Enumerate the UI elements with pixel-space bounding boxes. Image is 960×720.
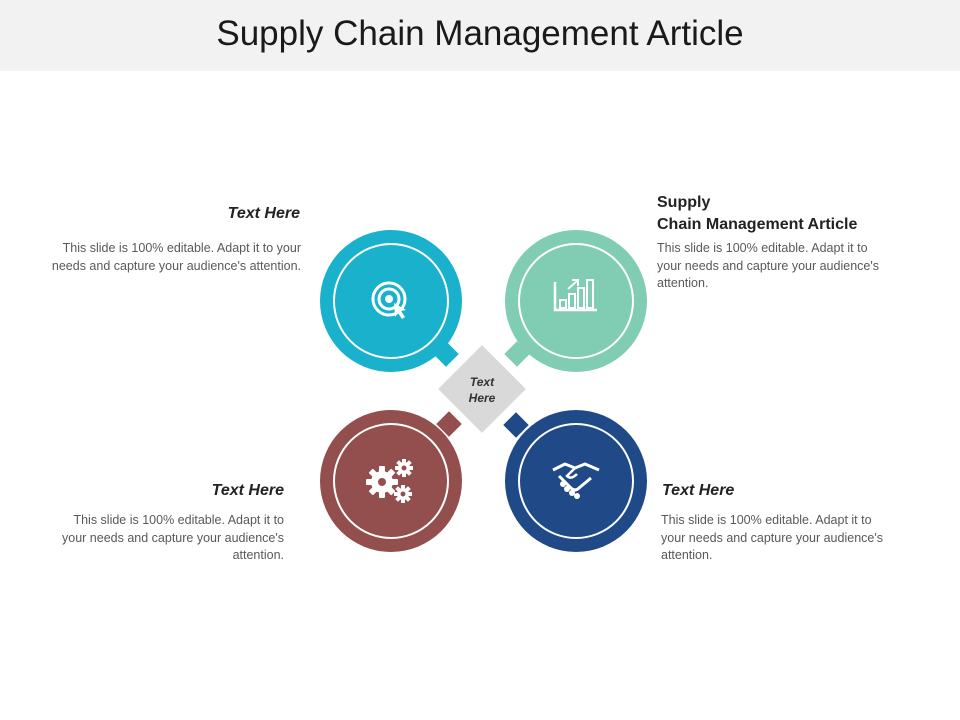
title-bar <box>0 0 960 71</box>
bar-chart-growth-icon <box>553 279 597 312</box>
gears-icon <box>366 459 413 503</box>
circle-bottom-right <box>505 410 647 552</box>
circle-top-left <box>320 230 462 372</box>
heading-top-right-line1: Supply <box>657 194 711 211</box>
heading-bottom-right: Text Here <box>662 482 735 499</box>
body-top-left: This slide is 100% editable. Adapt it to… <box>51 241 301 273</box>
heading-top-left: Text Here <box>227 205 300 222</box>
circle-bottom-left <box>320 410 462 552</box>
heading-bottom-left: Text Here <box>211 482 284 499</box>
circle-top-right <box>505 230 647 372</box>
circle-ring <box>333 423 449 539</box>
circle-ring <box>518 243 634 359</box>
body-bottom-right: This slide is 100% editable. Adapt it to… <box>661 513 883 562</box>
target-icon <box>371 281 407 319</box>
circle-ring <box>518 423 634 539</box>
circle-ring <box>333 243 449 359</box>
body-top-right: This slide is 100% editable. Adapt it to… <box>657 241 879 290</box>
handshake-icon <box>552 462 600 499</box>
body-bottom-left: This slide is 100% editable. Adapt it to… <box>62 513 284 562</box>
heading-top-right-line2: Chain Management Article <box>657 216 858 233</box>
page-title: Supply Chain Management Article <box>216 14 744 53</box>
heading-top-right: Supply Chain Management Article <box>657 192 857 236</box>
